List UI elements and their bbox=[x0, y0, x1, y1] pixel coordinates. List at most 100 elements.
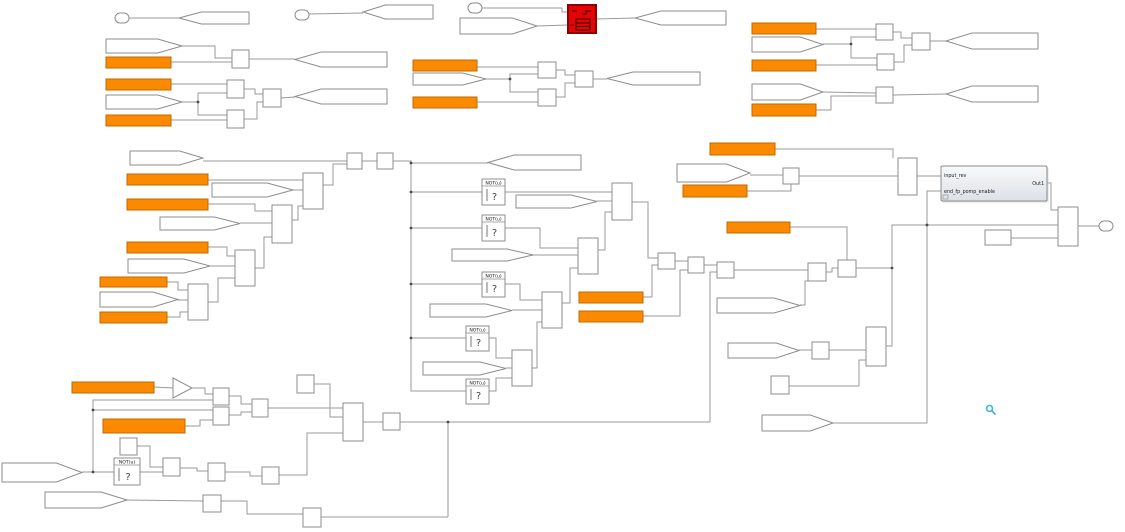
small-operator-block[interactable] bbox=[770, 375, 790, 395]
highlighted-block[interactable] bbox=[99, 311, 168, 324]
highlighted-block[interactable] bbox=[578, 310, 644, 323]
small-operator-block[interactable] bbox=[212, 387, 230, 406]
small-operator-block[interactable] bbox=[346, 152, 363, 170]
goto-tag[interactable] bbox=[606, 71, 701, 86]
not-operator-block[interactable]: NOT(u)? bbox=[465, 325, 490, 352]
highlighted-block[interactable] bbox=[126, 198, 209, 211]
from-tag[interactable] bbox=[211, 182, 295, 198]
from-tag[interactable] bbox=[429, 303, 513, 318]
from-tag[interactable] bbox=[761, 414, 835, 432]
highlighted-block[interactable] bbox=[412, 96, 478, 109]
port-oval[interactable] bbox=[114, 12, 130, 24]
logic-operator-block[interactable] bbox=[342, 402, 364, 442]
highlighted-block[interactable] bbox=[726, 221, 791, 234]
highlighted-block[interactable] bbox=[99, 276, 168, 288]
logic-operator-block[interactable] bbox=[897, 157, 918, 196]
small-operator-block[interactable] bbox=[687, 256, 705, 274]
small-operator-block[interactable] bbox=[537, 61, 557, 79]
port-oval[interactable] bbox=[1098, 220, 1114, 232]
small-operator-block[interactable] bbox=[376, 152, 394, 170]
from-tag[interactable] bbox=[99, 291, 180, 308]
goto-tag[interactable] bbox=[944, 32, 1039, 50]
small-operator-block[interactable] bbox=[876, 53, 895, 71]
not-operator-block[interactable]: NOT(u)? bbox=[481, 214, 506, 242]
not-operator-block[interactable]: NOT(u)? bbox=[481, 178, 506, 206]
goto-tag[interactable] bbox=[293, 51, 388, 68]
from-tag[interactable] bbox=[422, 361, 507, 376]
small-operator-block[interactable] bbox=[231, 49, 250, 69]
small-operator-block[interactable] bbox=[657, 252, 676, 270]
highlighted-block[interactable] bbox=[578, 291, 644, 304]
small-operator-block[interactable] bbox=[875, 86, 894, 104]
logic-operator-block[interactable] bbox=[1057, 206, 1079, 247]
small-operator-block[interactable] bbox=[226, 109, 245, 129]
small-operator-block[interactable] bbox=[537, 88, 557, 107]
goto-tag[interactable] bbox=[177, 11, 250, 25]
highlighted-block[interactable] bbox=[105, 56, 172, 69]
small-operator-block[interactable] bbox=[574, 70, 594, 88]
small-operator-block[interactable] bbox=[811, 341, 830, 360]
small-operator-block[interactable] bbox=[212, 406, 230, 426]
logic-operator-block[interactable] bbox=[865, 326, 887, 367]
highlighted-block[interactable] bbox=[126, 173, 209, 186]
gain-block[interactable] bbox=[172, 377, 194, 399]
from-tag[interactable] bbox=[716, 297, 802, 314]
small-operator-block[interactable] bbox=[262, 88, 282, 108]
not-operator-block[interactable]: NOT(u)? bbox=[113, 457, 141, 486]
highlighted-block[interactable] bbox=[751, 59, 817, 72]
not-operator-block[interactable]: NOT(u)? bbox=[481, 271, 506, 298]
small-operator-block[interactable] bbox=[226, 79, 245, 99]
small-operator-block[interactable] bbox=[382, 412, 401, 431]
small-operator-block[interactable] bbox=[837, 259, 857, 278]
from-tag[interactable] bbox=[751, 83, 825, 101]
small-operator-block[interactable] bbox=[202, 494, 222, 513]
logic-operator-block[interactable] bbox=[541, 291, 563, 329]
from-tag[interactable] bbox=[515, 194, 598, 209]
logic-operator-block[interactable] bbox=[271, 204, 293, 244]
small-operator-block[interactable] bbox=[207, 462, 226, 482]
logic-operator-block[interactable] bbox=[577, 237, 599, 275]
highlighted-block[interactable] bbox=[71, 381, 155, 394]
from-tag[interactable] bbox=[129, 150, 205, 166]
small-operator-block[interactable] bbox=[911, 32, 931, 51]
small-operator-block[interactable] bbox=[302, 507, 322, 528]
from-tag[interactable] bbox=[44, 491, 129, 509]
highlighted-block[interactable] bbox=[682, 184, 748, 198]
small-operator-block[interactable] bbox=[251, 398, 269, 418]
from-tag[interactable] bbox=[105, 94, 184, 110]
from-tag[interactable] bbox=[676, 163, 752, 183]
small-operator-block[interactable] bbox=[716, 261, 735, 279]
highlighted-block[interactable] bbox=[709, 142, 776, 156]
from-tag[interactable] bbox=[127, 258, 212, 274]
from-tag[interactable] bbox=[105, 38, 184, 54]
logic-operator-block[interactable] bbox=[302, 172, 324, 210]
from-tag[interactable] bbox=[751, 36, 825, 53]
from-tag[interactable] bbox=[459, 17, 539, 35]
small-operator-block[interactable] bbox=[162, 457, 181, 477]
highlighted-block[interactable] bbox=[751, 22, 817, 35]
small-operator-block[interactable] bbox=[782, 167, 800, 185]
logic-operator-block[interactable] bbox=[187, 283, 209, 321]
small-operator-block[interactable] bbox=[875, 23, 894, 41]
logic-operator-block[interactable] bbox=[511, 349, 533, 387]
port-oval[interactable] bbox=[467, 2, 483, 14]
small-operator-block[interactable] bbox=[296, 374, 315, 394]
from-tag[interactable] bbox=[412, 72, 487, 86]
from-tag[interactable] bbox=[1, 462, 84, 483]
logic-operator-block[interactable] bbox=[611, 182, 633, 221]
from-tag[interactable] bbox=[727, 342, 801, 359]
highlighted-block[interactable] bbox=[102, 418, 186, 434]
logic-operator-block[interactable] bbox=[234, 249, 256, 287]
goto-tag[interactable] bbox=[633, 10, 727, 26]
not-operator-block[interactable]: NOT(u)? bbox=[465, 378, 490, 405]
goto-tag[interactable] bbox=[293, 88, 388, 105]
small-operator-block[interactable] bbox=[807, 262, 827, 282]
highlighted-block[interactable] bbox=[412, 59, 478, 72]
goto-tag[interactable] bbox=[361, 4, 434, 20]
from-tag[interactable] bbox=[451, 248, 534, 262]
highlighted-block[interactable] bbox=[751, 103, 817, 117]
small-operator-block[interactable] bbox=[261, 466, 280, 485]
highlighted-block[interactable] bbox=[105, 114, 172, 127]
goto-tag[interactable] bbox=[486, 154, 582, 171]
